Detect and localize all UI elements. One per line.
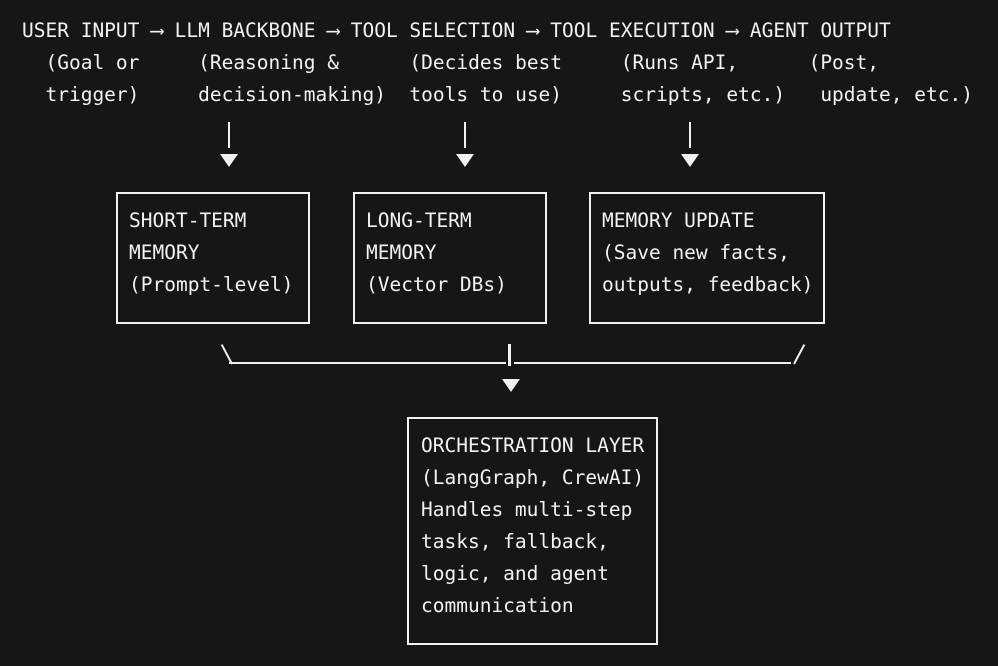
box-top-rule bbox=[116, 192, 310, 194]
pipeline-row-detail-1: (Goal or (Reasoning & (Decides best (Run… bbox=[22, 51, 880, 74]
converge-forwardslash bbox=[793, 344, 806, 365]
orchestration-layer-box: ORCHESTRATION LAYER (LangGraph, CrewAI) … bbox=[407, 417, 658, 645]
connector-pipe-tool-selection bbox=[464, 122, 466, 148]
connector-arrow-tool-execution bbox=[681, 154, 699, 167]
memory-update-line-3: outputs, feedback) bbox=[602, 273, 814, 296]
orchestration-line-2: (LangGraph, CrewAI) bbox=[421, 466, 645, 489]
connector-arrow-tool-selection bbox=[456, 154, 474, 167]
long-term-memory-line-3: (Vector DBs) bbox=[366, 273, 507, 296]
orchestration-line-4: tasks, fallback, bbox=[421, 530, 609, 553]
memory-update-line-2: (Save new facts, bbox=[602, 241, 790, 264]
short-term-memory-box: SHORT-TERM MEMORY (Prompt-level) bbox=[116, 192, 310, 324]
long-term-memory-line-2: MEMORY bbox=[366, 241, 437, 264]
memory-update-line-1: MEMORY UPDATE bbox=[602, 209, 755, 232]
memory-update-box: MEMORY UPDATE (Save new facts, outputs, … bbox=[589, 192, 825, 324]
box-bottom-rule bbox=[589, 322, 825, 324]
converge-rule-right bbox=[514, 362, 791, 364]
orchestration-line-5: logic, and agent bbox=[421, 562, 609, 585]
converge-center-tick bbox=[508, 344, 511, 366]
box-bottom-rule bbox=[407, 643, 658, 645]
short-term-memory-line-2: MEMORY bbox=[129, 241, 200, 264]
short-term-memory-line-3: (Prompt-level) bbox=[129, 273, 294, 296]
connector-pipe-tool-execution bbox=[689, 122, 691, 148]
long-term-memory-box: LONG-TERM MEMORY (Vector DBs) bbox=[353, 192, 547, 324]
box-right-rule bbox=[656, 419, 658, 643]
box-left-rule bbox=[353, 194, 355, 322]
long-term-memory-line-1: LONG-TERM bbox=[366, 209, 472, 232]
box-left-rule bbox=[116, 194, 118, 322]
box-top-rule bbox=[353, 192, 547, 194]
box-bottom-rule bbox=[353, 322, 547, 324]
converge-down-arrow bbox=[502, 379, 520, 392]
orchestration-line-6: communication bbox=[421, 594, 574, 617]
pipeline-row-detail-2: trigger) decision-making) tools to use) … bbox=[22, 83, 973, 106]
converge-rule-left bbox=[229, 362, 506, 364]
orchestration-line-3: Handles multi-step bbox=[421, 498, 633, 521]
short-term-memory-line-1: SHORT-TERM bbox=[129, 209, 247, 232]
connector-arrow-llm-backbone bbox=[220, 154, 238, 167]
pipeline-row-titles: USER INPUT ⟶ LLM BACKBONE ⟶ TOOL SELECTI… bbox=[22, 19, 891, 42]
box-top-rule bbox=[589, 192, 825, 194]
orchestration-line-1: ORCHESTRATION LAYER bbox=[421, 434, 645, 457]
box-right-rule bbox=[308, 194, 310, 322]
connector-pipe-llm-backbone bbox=[228, 122, 230, 148]
box-left-rule bbox=[407, 419, 409, 643]
box-right-rule bbox=[823, 194, 825, 322]
box-bottom-rule bbox=[116, 322, 310, 324]
box-left-rule bbox=[589, 194, 591, 322]
box-right-rule bbox=[545, 194, 547, 322]
box-top-rule bbox=[407, 417, 658, 419]
